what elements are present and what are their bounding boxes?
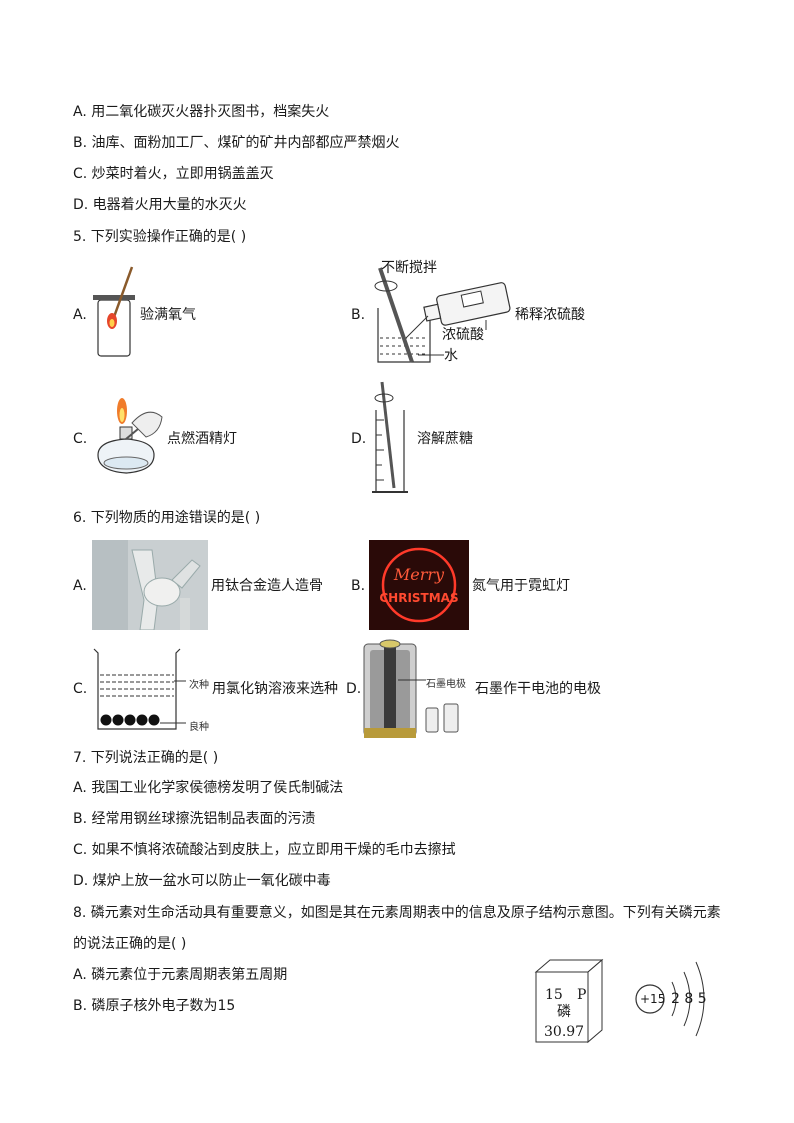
q8-option-a: A. 磷元素位于元素周期表第五周期 — [73, 967, 288, 983]
element-symbol: P — [577, 987, 587, 1003]
q6-c-figure — [93, 648, 186, 730]
q5-a-letter: A. — [73, 307, 87, 323]
q7-stem: 7. 下列说法正确的是( ) — [73, 750, 219, 766]
atom-structure-figure — [635, 961, 705, 1037]
q6-c-letter: C. — [73, 681, 88, 697]
q6-c-caption: 用氯化钠溶液来选种 — [212, 681, 338, 697]
q6-d-caption: 石墨作干电池的电极 — [475, 681, 601, 697]
element-cell-figure — [534, 958, 604, 1044]
q6-b-figure: Merry CHRISTMAS — [369, 540, 469, 630]
q4-option-c: C. 炒菜时着火，立即用锅盖盖灭 — [73, 166, 274, 182]
q7-option-a: A. 我国工业化学家侯德榜发明了侯氏制碱法 — [73, 780, 344, 796]
q5-a-figure — [93, 266, 135, 357]
q4-option-b: B. 油库、面粉加工厂、煤矿的矿井内部都应严禁烟火 — [73, 135, 400, 151]
neon-sign-line2: CHRISTMAS — [379, 591, 458, 605]
q7-option-d: D. 煤炉上放一盆水可以防止一氧化碳中毒 — [73, 873, 331, 889]
q5-b-letter: B. — [351, 307, 366, 323]
q7-option-c: C. 如果不慎将浓硫酸沾到皮肤上，应立即用干燥的毛巾去擦拭 — [73, 842, 456, 858]
q8-option-b: B. 磷原子核外电子数为15 — [73, 998, 236, 1014]
q6-d-figure — [363, 639, 459, 738]
atom-shell-electrons: 2 8 5 — [671, 991, 707, 1007]
q5-d-letter: D. — [351, 431, 367, 447]
q6-d-letter: D. — [346, 681, 362, 697]
element-mass: 30.97 — [544, 1024, 585, 1040]
q8-stem-line2: 的说法正确的是( ) — [73, 936, 187, 952]
q6-d-label-electrode: 石墨电极 — [426, 679, 466, 690]
q8-stem-line1: 8. 磷元素对生命活动具有重要意义，如图是其在元素周期表中的信息及原子结构示意图… — [73, 905, 721, 921]
q6-b-caption: 氮气用于霓虹灯 — [472, 578, 570, 594]
q5-stem: 5. 下列实验操作正确的是( ) — [73, 229, 247, 245]
q6-stem: 6. 下列物质的用途错误的是( ) — [73, 510, 261, 526]
element-name: 磷 — [557, 1004, 571, 1020]
q6-a-caption: 用钛合金造人造骨 — [211, 578, 323, 594]
q4-option-a: A. 用二氧化碳灭火器扑灭图书，档案失火 — [73, 104, 330, 120]
q5-d-figure — [372, 381, 408, 493]
q5-b-label-stir: 不断搅拌 — [381, 260, 437, 276]
q5-c-caption: 点燃酒精灯 — [167, 431, 237, 447]
q5-c-figure — [97, 398, 163, 474]
q6-c-label-top: 次种 — [189, 680, 209, 691]
q6-b-letter: B. — [351, 578, 366, 594]
q6-a-letter: A. — [73, 578, 87, 594]
atom-nucleus-charge: +15 — [640, 992, 666, 1006]
q7-option-b: B. 经常用钢丝球擦洗铝制品表面的污渍 — [73, 811, 316, 827]
q5-b-figure — [374, 267, 511, 363]
q5-a-caption: 验满氧气 — [140, 307, 196, 323]
neon-sign-line1: Merry — [393, 565, 445, 584]
q5-b-label-acid: 浓硫酸 — [442, 327, 484, 343]
element-atomic-number: 15 — [545, 987, 563, 1003]
q4-option-d: D. 电器着火用大量的水灭火 — [73, 197, 247, 213]
q5-c-letter: C. — [73, 431, 88, 447]
q5-b-label-water: 水 — [444, 348, 458, 364]
q6-a-figure — [92, 540, 208, 630]
q5-b-caption: 稀释浓硫酸 — [515, 307, 585, 323]
q6-c-label-bottom: 良种 — [189, 722, 209, 733]
q5-d-caption: 溶解蔗糖 — [417, 431, 473, 447]
